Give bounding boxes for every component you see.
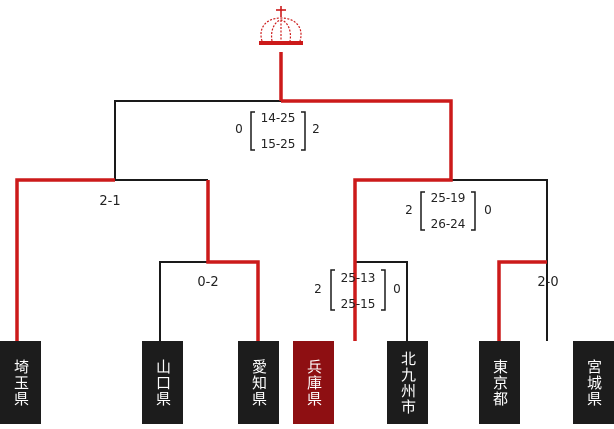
crown-icon (259, 6, 303, 45)
final-set-1: 14-25 (261, 111, 296, 125)
team-tokyo: 東京都 (479, 341, 520, 424)
semi-right-set-1: 25-19 (431, 191, 466, 205)
team-kitakyushu: 北九州市 (387, 341, 428, 424)
team-name: 埼玉県 (12, 358, 30, 407)
final-set-2: 15-25 (261, 137, 296, 151)
final-left-score: 0 (235, 122, 243, 136)
team-saitama: 埼玉県 (0, 341, 41, 424)
r1-tokyo-miyagi-score: 2-0 (537, 275, 558, 290)
r1-hyogo-right-score: 0 (393, 282, 401, 296)
set-brackets (250, 111, 476, 311)
semi-right-set-2: 26-24 (431, 217, 466, 231)
r1-hyogo-set-1: 25-13 (341, 271, 376, 285)
final-right-score: 2 (312, 122, 320, 136)
team-name: 宮城県 (585, 358, 603, 407)
semi-right-right-score: 0 (484, 203, 492, 217)
team-aichi: 愛知県 (238, 341, 279, 424)
semi-right-left-score: 2 (405, 203, 413, 217)
r1-hyogo-left-score: 2 (314, 282, 322, 296)
r1-yamaguchi-aichi-score: 0-2 (197, 275, 218, 290)
team-name: 愛知県 (250, 358, 268, 407)
team-name: 東京都 (491, 358, 509, 407)
bracket-lines (114, 100, 548, 341)
winner-path-lines (15, 52, 547, 341)
semi-left-score: 2-1 (99, 194, 120, 209)
team-miyagi: 宮城県 (573, 341, 614, 424)
r1-hyogo-set-2: 25-15 (341, 297, 376, 311)
team-hyogo: 兵庫県 (293, 341, 334, 424)
team-name: 山口県 (154, 358, 172, 407)
team-name: 北九州市 (399, 350, 417, 415)
team-yamaguchi: 山口県 (142, 341, 183, 424)
team-name: 兵庫県 (305, 358, 323, 407)
